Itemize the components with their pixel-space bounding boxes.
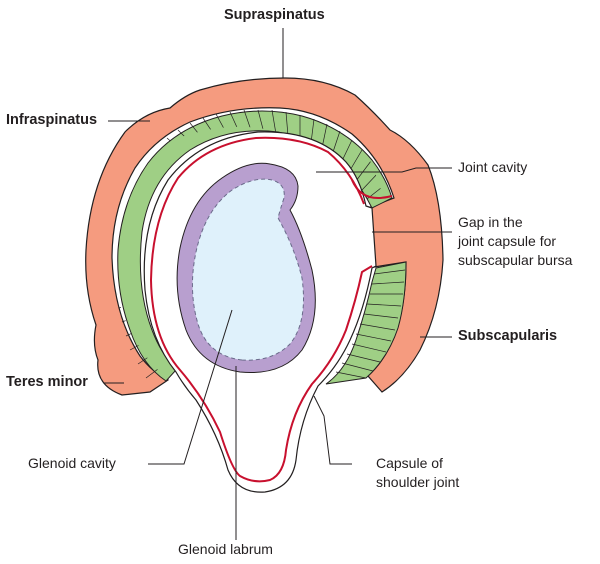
label-capsule-of-shoulder-joint: Capsule of shoulder joint	[376, 454, 459, 492]
label-gap-line-1: Gap in the	[458, 214, 523, 230]
label-joint-cavity: Joint cavity	[458, 159, 528, 175]
label-supraspinatus: Supraspinatus	[224, 7, 325, 23]
label-glenoid-cavity: Glenoid cavity	[28, 455, 116, 471]
label-gap-line-3: subscapular bursa	[458, 252, 573, 268]
label-glenoid-labrum: Glenoid labrum	[178, 541, 273, 557]
tendon-band-upper	[117, 110, 393, 382]
label-gap-line-2: joint capsule for	[458, 233, 557, 249]
label-gap-in-capsule: Gap in the joint capsule for subscapular…	[458, 213, 572, 270]
synovial-membrane-line	[149, 136, 373, 483]
synovial-gap-edge-top	[351, 179, 393, 199]
label-teres-minor: Teres minor	[6, 374, 88, 390]
leader-lines	[104, 28, 452, 540]
tendon-hatching-lower	[335, 269, 406, 379]
glenoid-cavity-shape	[191, 178, 304, 361]
label-subscapularis: Subscapularis	[458, 328, 558, 344]
label-infraspinatus: Infraspinatus	[6, 112, 98, 128]
label-capsule-line-1: Capsule of	[376, 455, 443, 471]
label-capsule-line-2: shoulder joint	[376, 474, 460, 490]
